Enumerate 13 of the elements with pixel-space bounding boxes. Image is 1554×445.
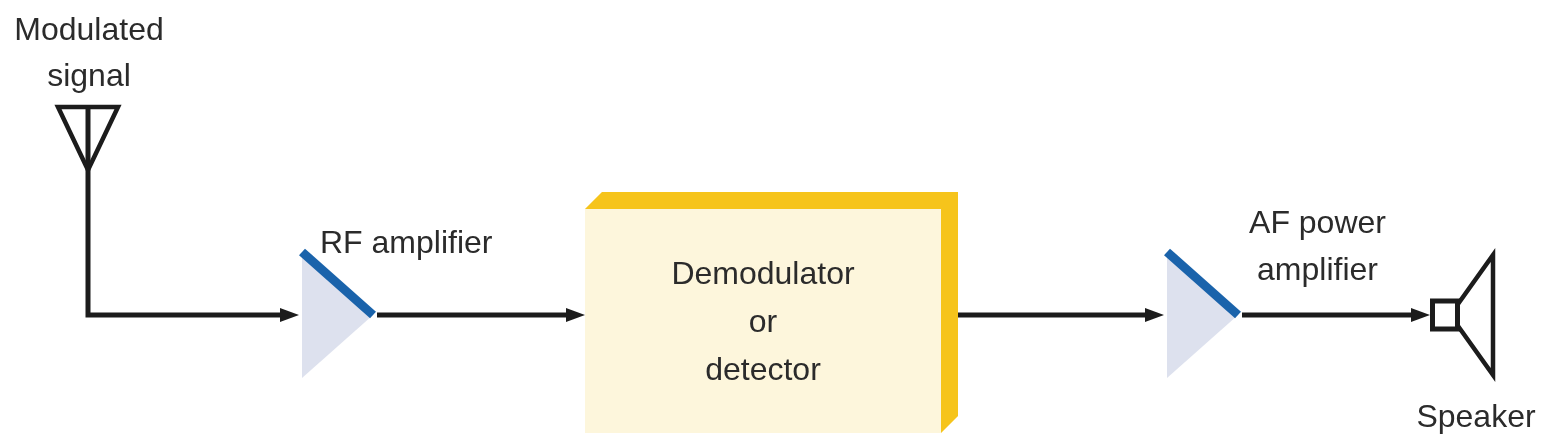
process-box	[585, 192, 958, 433]
speaker-label: Speaker	[1415, 397, 1537, 436]
antenna-label: Modulated signal	[13, 10, 165, 95]
amplifier-label: AF power amplifier	[1248, 203, 1387, 289]
arrow	[85, 176, 299, 322]
arrow	[377, 308, 585, 322]
arrow	[958, 308, 1164, 322]
stage-label: Demodulator or detector	[671, 254, 855, 389]
arrow	[1242, 308, 1430, 322]
speaker-symbol	[1430, 250, 1498, 384]
amplifier-label: RF amplifier	[320, 225, 493, 259]
amplifier-symbol	[1164, 246, 1242, 379]
antenna-symbol	[54, 104, 122, 176]
